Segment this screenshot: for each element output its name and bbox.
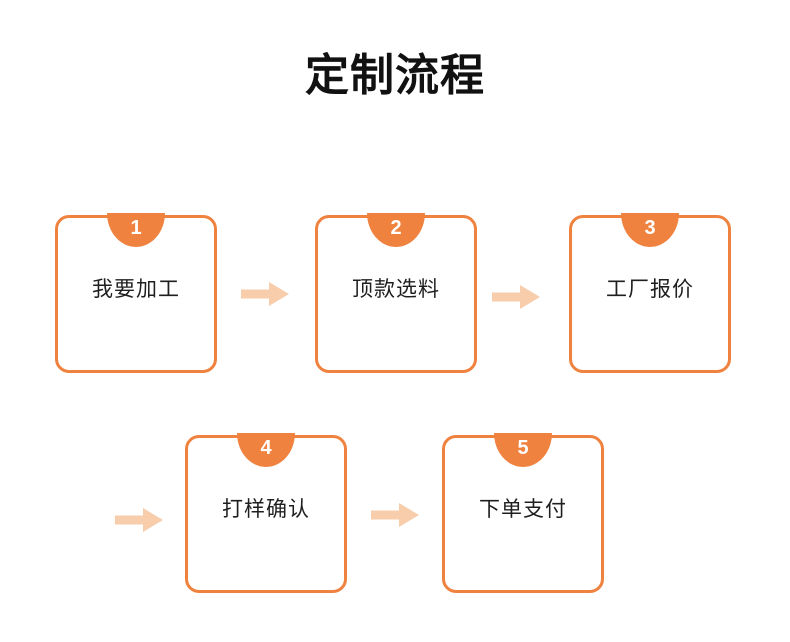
step-card-4: 4 打样确认 <box>185 433 347 593</box>
step-card-3: 3 工厂报价 <box>569 213 731 373</box>
step-card-5: 5 下单支付 <box>442 433 604 593</box>
arrow-right-icon <box>241 282 289 306</box>
step-2-label: 顶款选料 <box>352 278 440 301</box>
step-4-label: 打样确认 <box>222 498 310 521</box>
step-5-label: 下单支付 <box>479 498 567 521</box>
step-4-number-badge: 4 <box>237 433 295 467</box>
step-5-number-badge: 5 <box>494 433 552 467</box>
step-3-number: 3 <box>644 217 656 239</box>
step-3-label: 工厂报价 <box>606 278 694 301</box>
arrow-right-icon <box>371 503 419 527</box>
step-1-number: 1 <box>130 217 142 239</box>
step-2-number-badge: 2 <box>367 213 425 247</box>
step-2-number: 2 <box>390 217 402 239</box>
arrow-right-icon <box>492 285 540 309</box>
arrow-right-icon <box>115 508 163 532</box>
step-4-number: 4 <box>260 437 272 459</box>
step-card-2: 2 顶款选料 <box>315 213 477 373</box>
step-card-1: 1 我要加工 <box>55 213 217 373</box>
step-1-number-badge: 1 <box>107 213 165 247</box>
step-5-number: 5 <box>517 437 529 459</box>
step-1-label: 我要加工 <box>92 278 180 301</box>
step-3-number-badge: 3 <box>621 213 679 247</box>
page-title: 定制流程 <box>305 51 485 100</box>
